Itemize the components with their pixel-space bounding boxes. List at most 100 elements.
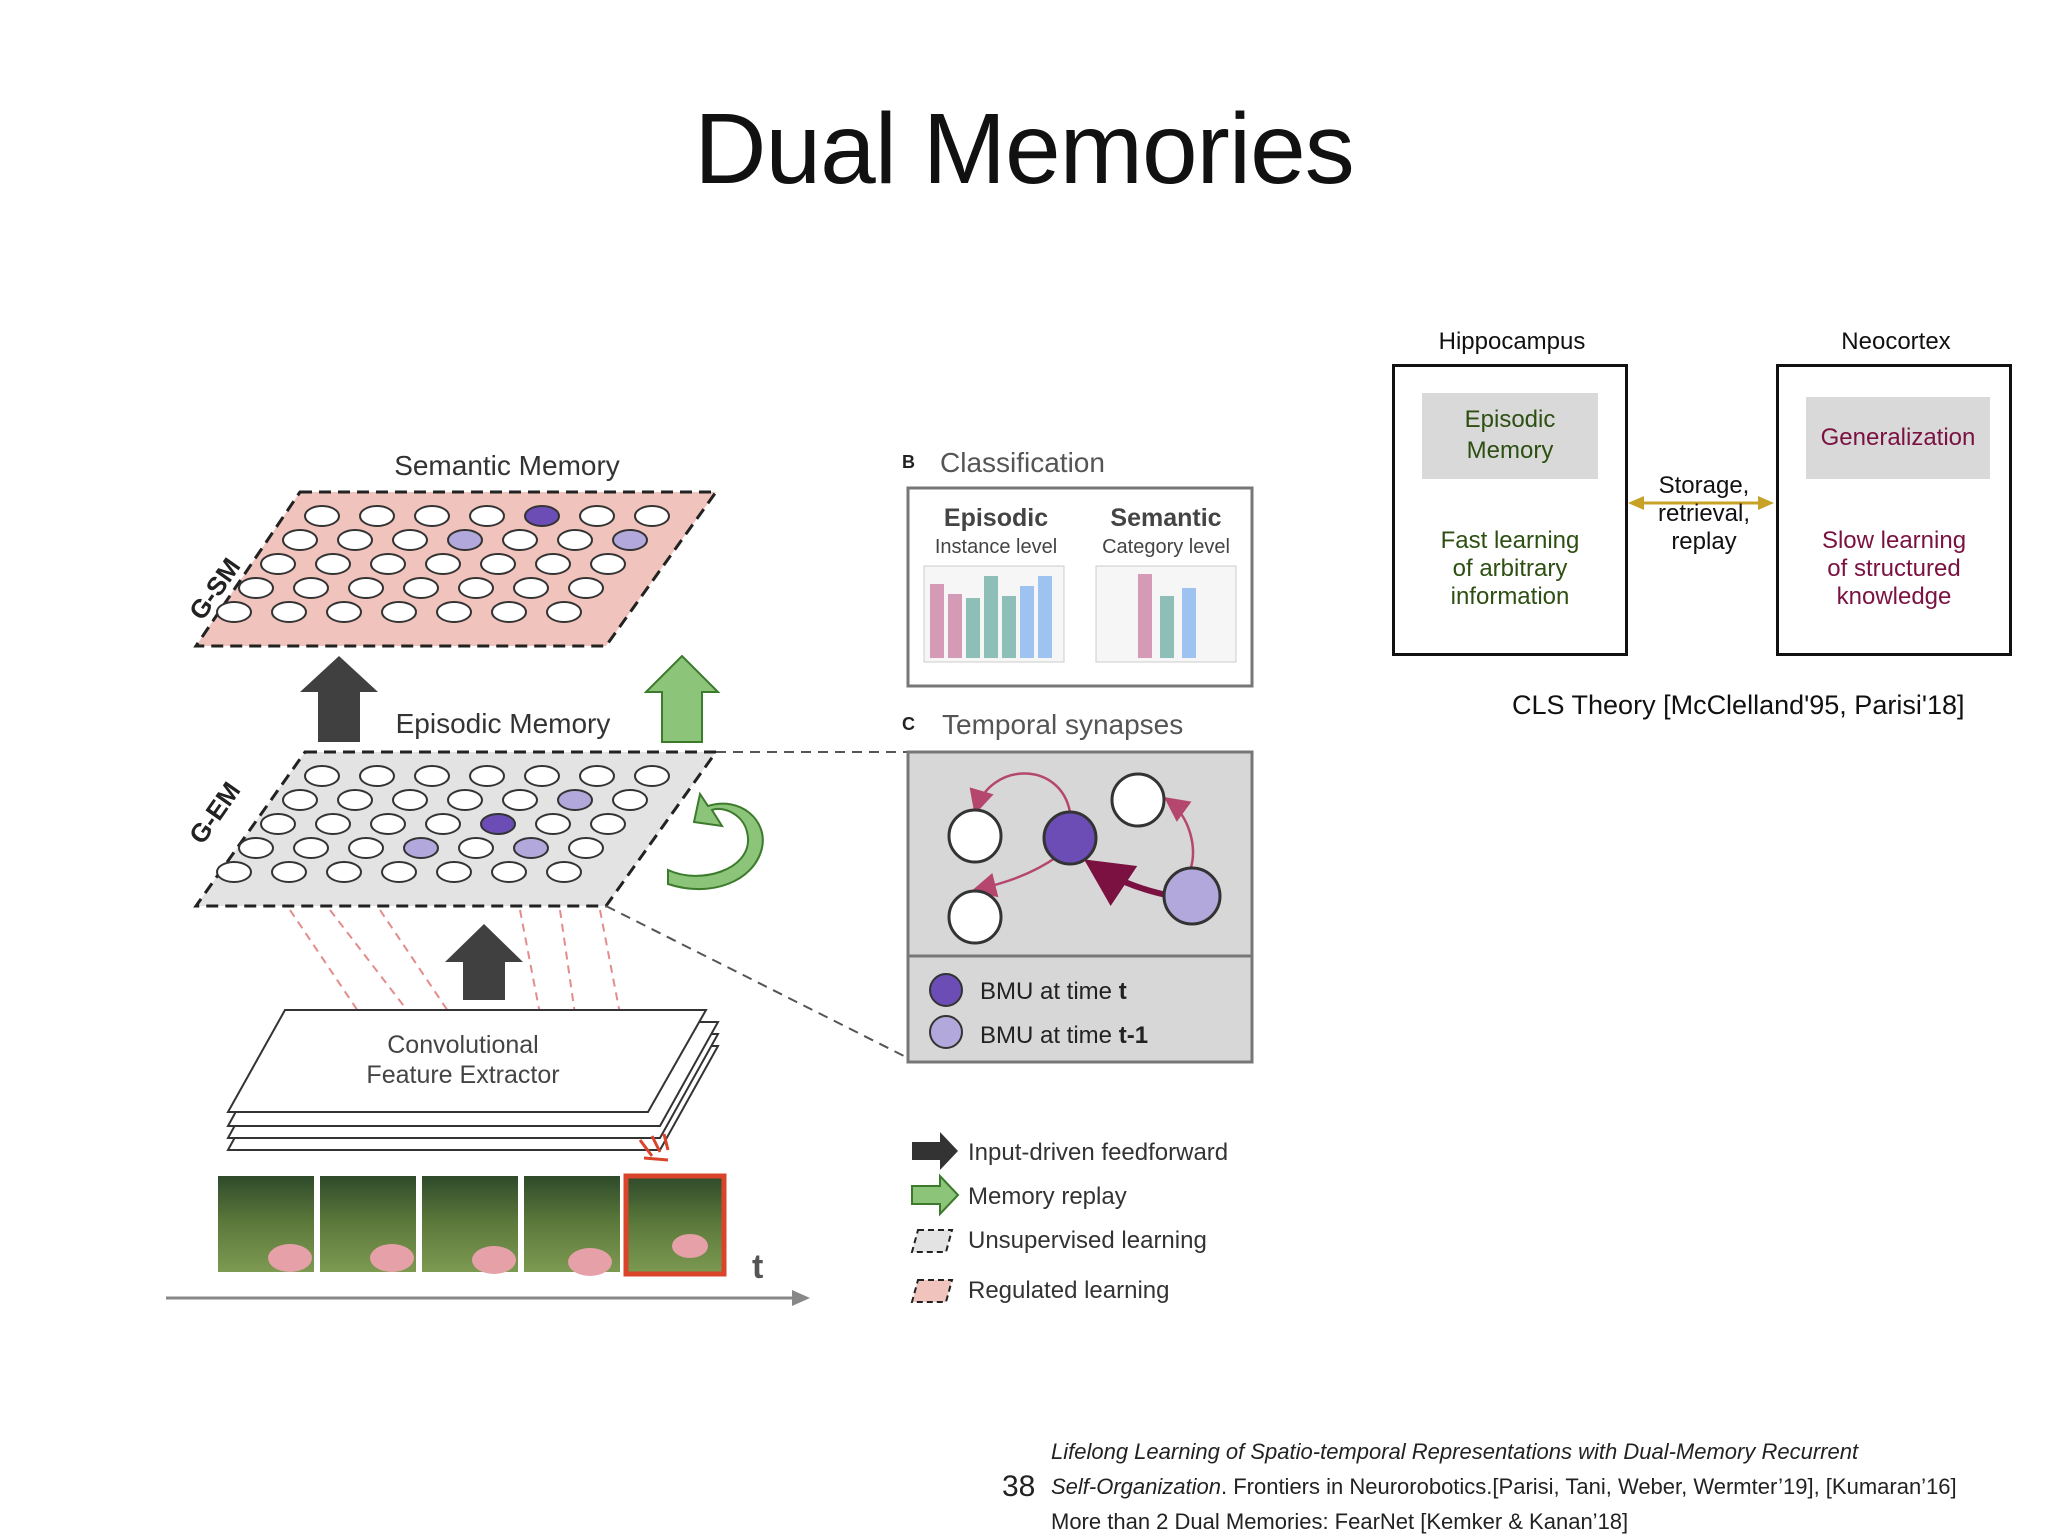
sm-nodes-node: [612, 529, 648, 551]
em-nodes-node: [216, 861, 252, 883]
bmu-t1-swatch: [929, 1015, 963, 1049]
cls-episodic-line1: Episodic: [1464, 406, 1556, 433]
em-nodes-node: [414, 765, 450, 787]
citation: Lifelong Learning of Spatio-temporal Rep…: [1051, 1434, 1957, 1539]
episodic-memory-nodes: [216, 765, 670, 883]
citation-line2-italic: Self-Organization: [1051, 1474, 1221, 1499]
attention-marks: [638, 1133, 670, 1162]
sm-nodes-node: [304, 505, 340, 527]
legend-regulated-icon: [910, 1279, 954, 1303]
em-nodes-node: [282, 789, 318, 811]
sm-nodes-node: [403, 577, 439, 599]
em-nodes-node: [425, 813, 461, 835]
em-nodes-node: [403, 837, 439, 859]
regulated-lines: [289, 909, 621, 1015]
bmu-t1-prefix: BMU at time: [980, 1022, 1119, 1049]
feedforward-arrow-lower: [445, 924, 523, 1000]
sm-nodes-node: [392, 529, 428, 551]
em-nodes-node: [546, 861, 582, 883]
bmu-t1-suffix: t-1: [1119, 1022, 1148, 1049]
em-nodes-node: [359, 765, 395, 787]
sm-nodes-node: [414, 505, 450, 527]
neocortex-box: Generalization Slow learning of structur…: [1776, 364, 2012, 656]
svg-text:BMU at time t-1: BMU at time t-1: [980, 1022, 1148, 1049]
episodic-head: Episodic: [944, 504, 1048, 532]
panel-b-title: Classification: [940, 447, 1105, 478]
conv-label-line1: Convolutional: [387, 1031, 539, 1059]
legend-unsupervised-icon: [910, 1229, 954, 1253]
hippocampus-label: Hippocampus: [1438, 328, 1586, 355]
panel-c-title: Temporal synapses: [942, 709, 1183, 740]
sm-nodes-node: [425, 553, 461, 575]
sm-nodes-node: [535, 553, 571, 575]
generalization-box: Generalization: [1806, 397, 1990, 479]
em-nodes-node: [524, 765, 560, 787]
slow-line3: knowledge: [1836, 583, 1952, 610]
sm-nodes-node: [315, 553, 351, 575]
episodic-memory-box: Episodic Memory: [1422, 393, 1598, 479]
semantic-memory-nodes: [216, 505, 670, 623]
storage-line3: replay: [1671, 528, 1737, 555]
em-nodes-node: [590, 813, 626, 835]
sm-nodes-node: [293, 577, 329, 599]
conv-feature-extractor: [226, 1009, 708, 1113]
legend-replay-icon: [911, 1173, 960, 1217]
em-nodes-node: [502, 789, 538, 811]
em-nodes-node: [568, 837, 604, 859]
sm-nodes-node: [348, 577, 384, 599]
em-nodes-node: [337, 789, 373, 811]
em-nodes-node: [381, 861, 417, 883]
panel-b-letter: B: [902, 452, 915, 472]
cls-episodic-line2: Memory: [1466, 437, 1554, 464]
sm-nodes-node: [447, 529, 483, 551]
legend-item-2: Unsupervised learning: [968, 1227, 1207, 1254]
em-nodes-node: [436, 861, 472, 883]
em-nodes-node: [491, 861, 527, 883]
em-nodes-node: [392, 789, 428, 811]
citation-line2-rest: . Frontiers in Neurorobotics.[Parisi, Ta…: [1220, 1474, 1957, 1499]
node-c: [947, 889, 1003, 945]
sm-nodes-node: [634, 505, 670, 527]
neocortex-label: Neocortex: [1841, 328, 1951, 355]
bmu-t-prefix: BMU at time: [980, 978, 1119, 1005]
storage-line2: retrieval,: [1657, 500, 1751, 527]
episodic-memory-label: Episodic Memory: [396, 708, 611, 739]
citation-line2: Self-Organization. Frontiers in Neurorob…: [1051, 1469, 1957, 1504]
sm-nodes-node: [579, 505, 615, 527]
semantic-memory-label: Semantic Memory: [394, 450, 620, 481]
semantic-head: Semantic: [1110, 504, 1221, 532]
em-nodes-node: [612, 789, 648, 811]
episodic-sub: Instance level: [935, 536, 1057, 558]
feedforward-arrow-upper: [300, 656, 378, 742]
cls-caption: CLS Theory [McClelland'95, Parisi'18]: [1512, 690, 1965, 720]
em-nodes-node: [458, 837, 494, 859]
bmu-t-suffix: t: [1119, 978, 1127, 1005]
em-nodes-node: [304, 765, 340, 787]
page-number: 38: [1002, 1470, 1036, 1503]
sm-nodes-node: [326, 601, 362, 623]
citation-line1: Lifelong Learning of Spatio-temporal Rep…: [1051, 1439, 1859, 1464]
em-nodes-node: [293, 837, 329, 859]
sm-nodes-node: [370, 553, 406, 575]
sm-nodes-node: [480, 553, 516, 575]
replay-arrow-upper: [643, 654, 721, 743]
node-b: [1110, 772, 1166, 828]
storage-line1: Storage,: [1658, 472, 1750, 499]
bmu-node-previous: [1162, 866, 1222, 926]
sm-nodes-node: [590, 553, 626, 575]
em-nodes-node: [535, 813, 571, 835]
conv-label-line2: Feature Extractor: [366, 1061, 559, 1089]
sm-nodes-node: [436, 601, 472, 623]
fast-line1: Fast learning: [1440, 527, 1580, 554]
video-frames: [218, 1173, 727, 1277]
sm-nodes-node: [238, 577, 274, 599]
svg-text:BMU at time t: BMU at time t: [980, 978, 1127, 1005]
sm-nodes-node: [381, 601, 417, 623]
em-nodes-node: [271, 861, 307, 883]
em-nodes-node: [634, 765, 670, 787]
panel-c-letter: C: [902, 714, 915, 734]
sm-nodes-node: [491, 601, 527, 623]
legend-feedforward-icon: [912, 1132, 958, 1170]
em-nodes-node: [315, 813, 351, 835]
gem-label: G-EM: [183, 776, 247, 849]
